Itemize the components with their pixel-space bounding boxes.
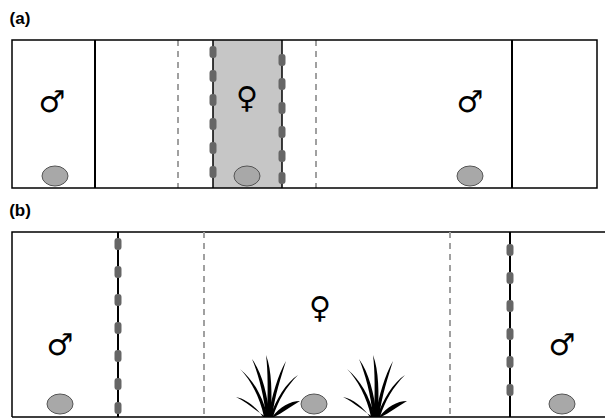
mesh-partition xyxy=(210,40,217,188)
mesh-partition xyxy=(115,232,122,417)
solid-partition xyxy=(511,40,513,188)
panel-label: (b) xyxy=(9,202,31,219)
female-symbol: ♀ xyxy=(309,293,331,323)
arena-outline xyxy=(12,40,597,188)
dish xyxy=(47,394,73,414)
dish xyxy=(549,394,575,414)
plant xyxy=(236,355,300,417)
arena-panel: (a)♂♂♀ xyxy=(12,40,597,188)
arena-outline xyxy=(12,232,605,417)
arena-panel: (b)♂♀♂ xyxy=(12,232,605,417)
dish xyxy=(234,166,260,186)
solid-partition xyxy=(94,40,96,188)
dashed-line xyxy=(315,40,317,188)
dashed-line xyxy=(177,40,179,188)
mesh-partition xyxy=(507,232,514,417)
shaded-zone: ♀ xyxy=(213,40,282,188)
female-symbol: ♀ xyxy=(236,83,258,113)
dish xyxy=(42,166,68,186)
plant xyxy=(343,355,407,417)
dish xyxy=(457,166,483,186)
dashed-line xyxy=(449,232,451,417)
shaded-zone xyxy=(213,40,282,188)
dish xyxy=(301,394,327,414)
male-symbol: ♂ xyxy=(39,87,66,117)
panel-label: (a) xyxy=(10,10,31,27)
male-symbol: ♂ xyxy=(549,330,576,360)
male-symbol: ♂ xyxy=(47,330,74,360)
dashed-line xyxy=(203,232,205,417)
male-symbol: ♂ xyxy=(457,87,484,117)
mesh-partition xyxy=(279,40,286,188)
